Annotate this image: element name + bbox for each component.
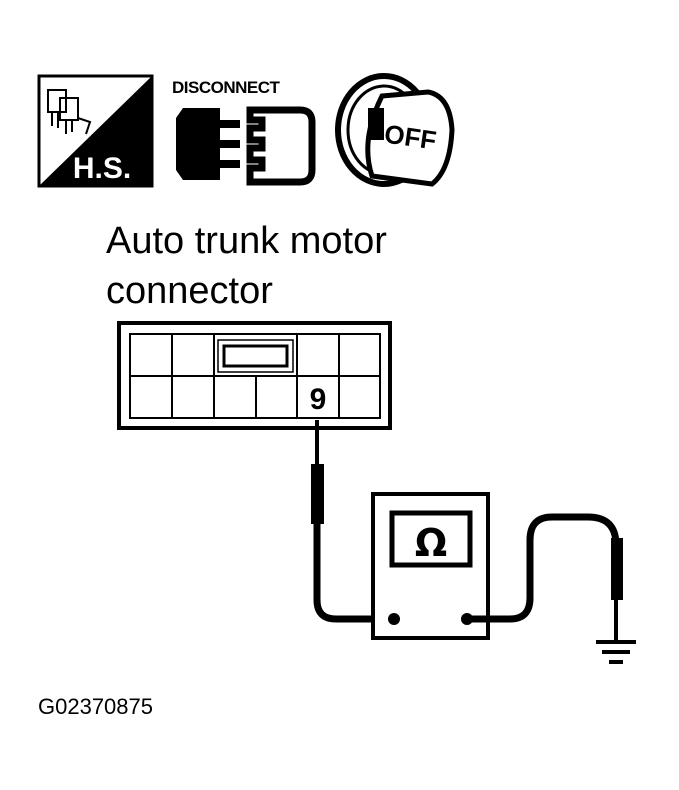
probe-lead-left — [311, 420, 394, 623]
harness-icon — [47, 89, 92, 135]
hs-icon: H.S. — [37, 74, 154, 188]
hs-label: H.S. — [73, 152, 131, 185]
disconnect-label: DISCONNECT — [172, 78, 280, 97]
ohm-symbol: Ω — [415, 521, 447, 565]
connector-face: 9 — [117, 321, 392, 430]
connector-heading: Auto trunk motor connector — [106, 216, 387, 316]
ignition-off-icon: OFF — [335, 73, 455, 187]
off-label: OFF — [383, 119, 439, 156]
ground-icon — [596, 640, 636, 664]
meter-terminal-left — [388, 613, 400, 625]
heading-line-1: Auto trunk motor — [106, 220, 387, 262]
figure-id: G02370875 — [38, 694, 153, 719]
disconnect-icon — [176, 106, 316, 186]
heading-line-2: connector — [106, 270, 273, 312]
probe-lead-right — [467, 513, 623, 640]
terminal-9-label: 9 — [310, 383, 327, 416]
ohmmeter: Ω — [371, 492, 490, 640]
